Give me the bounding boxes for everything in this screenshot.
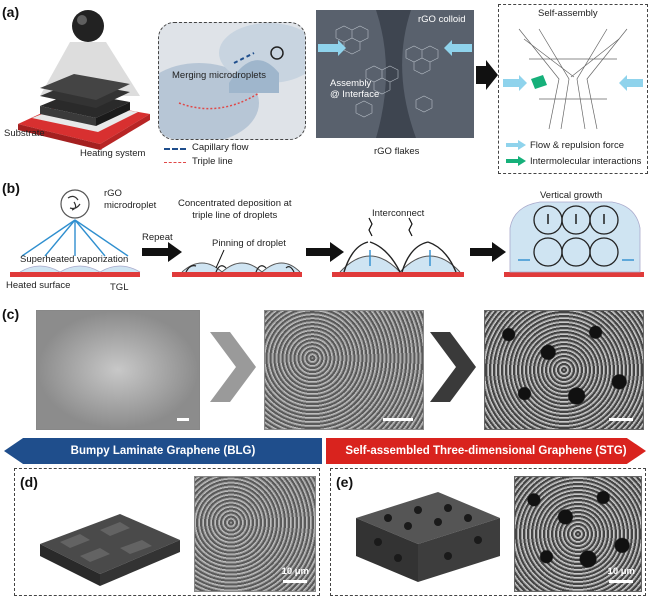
sem-image-c1: [36, 310, 200, 430]
vertical-growth-label: Vertical growth: [540, 190, 603, 201]
panel-b-illustration: [10, 189, 644, 277]
panel-d-label: (d): [20, 474, 38, 490]
merging-microdroplets-zoom: [158, 22, 306, 140]
panel-e-label: (e): [336, 474, 354, 490]
intermolecular-label: Intermolecular interactions: [530, 156, 642, 167]
panel-e-box: [330, 468, 646, 596]
triple-line-legend-line: [164, 162, 186, 163]
panel-b-label: (b): [2, 180, 20, 196]
stg-sem-image: 10 μm: [514, 476, 642, 592]
stg-banner-label: Self-assembled Three-dimensional Graphen…: [345, 445, 627, 457]
triple-line-label: Triple line: [192, 156, 233, 167]
blg-banner-label: Bumpy Laminate Graphene (BLG): [70, 445, 256, 457]
scale-bar: [609, 580, 633, 583]
self-assembly-box: [498, 4, 648, 174]
repeat-label: Repeat: [142, 232, 173, 243]
blg-sem-image: 10 μm: [194, 476, 316, 592]
concentrated-label: Concentrated deposition at triple line o…: [178, 198, 292, 221]
sem-image-c2: [264, 310, 424, 430]
superheated-label: Superheated vaporization: [20, 254, 129, 265]
panel-a-label: (a): [2, 4, 20, 20]
interconnect-label: Interconnect: [372, 208, 425, 219]
panel-c-label: (c): [2, 306, 20, 322]
capillary-flow-legend-line: [164, 148, 186, 150]
scale-label: 10 μm: [281, 566, 309, 577]
scale-bar: [383, 418, 413, 421]
pinning-label: Pinning of droplet: [212, 238, 286, 249]
right-arrow-icon: [476, 60, 498, 90]
panel-d-box: [14, 468, 320, 596]
self-assembly-title: Self-assembly: [538, 8, 598, 19]
flow-repulsion-label: Flow & repulsion force: [530, 140, 624, 151]
scale-bar: [609, 418, 633, 421]
merging-microdroplets-label: Merging microdroplets: [172, 70, 266, 81]
stg-3d-render: [356, 492, 500, 582]
chevron-right-icon: [430, 332, 476, 402]
stg-banner: Self-assembled Three-dimensional Graphen…: [326, 438, 646, 464]
scale-label: 10 μm: [607, 566, 635, 577]
scale-bar: [283, 580, 307, 583]
flow-legend-arrow: [506, 140, 526, 150]
rgo-colloid-label: rGO colloid: [418, 14, 466, 25]
heating-stage-illustration: [18, 10, 150, 150]
rgo-colloid-image: [316, 10, 474, 138]
chevron-right-icon: [210, 332, 256, 402]
blg-3d-render: [40, 514, 180, 586]
sem-image-c3: [484, 310, 644, 430]
heated-surface-label: Heated surface: [6, 280, 71, 291]
intermolecular-legend-arrow: [506, 156, 526, 166]
heating-system-label: Heating system: [80, 148, 146, 159]
blg-banner: Bumpy Laminate Graphene (BLG): [4, 438, 322, 464]
tgl-label: TGL: [110, 282, 129, 293]
assembly-interface-label: Assembly @ Interface: [330, 78, 380, 100]
capillary-flow-label: Capillary flow: [192, 142, 249, 153]
scale-bar: [177, 418, 189, 421]
rgo-microdroplet-label: rGO microdroplet: [104, 188, 157, 211]
substrate-label: Substrate: [4, 128, 45, 139]
rgo-flakes-label: rGO flakes: [374, 146, 420, 157]
